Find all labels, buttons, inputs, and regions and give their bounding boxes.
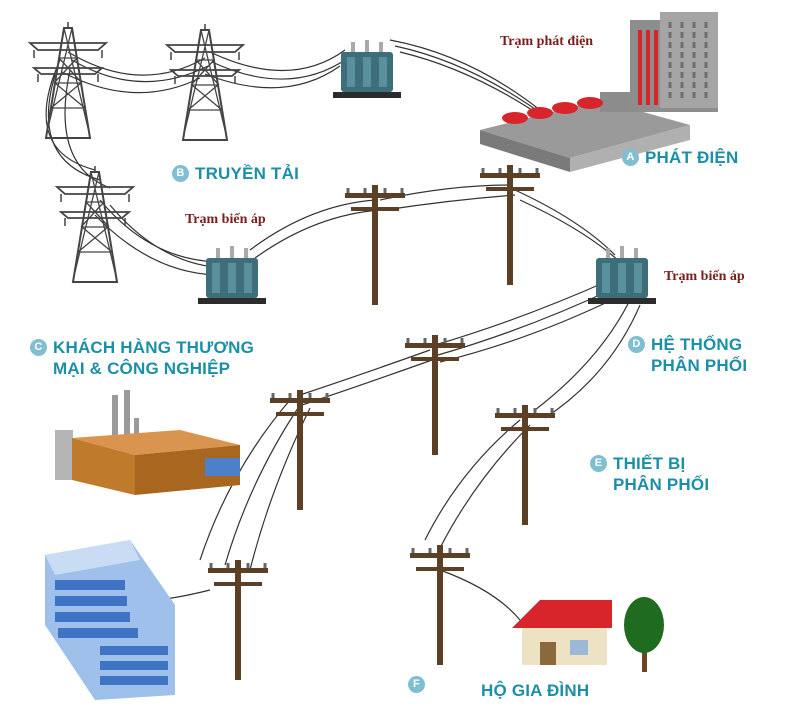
label-equipment-line1: THIẾT BỊ: [613, 454, 686, 473]
label-commercial-line1: KHÁCH HÀNG THƯƠNG: [53, 338, 255, 357]
label-household: F HỘ GIA ĐÌNH: [408, 676, 590, 701]
label-equipment-line2: PHÂN PHỐI: [613, 475, 710, 494]
office-building-icon: [45, 540, 175, 700]
label-commercial-industrial: C KHÁCH HÀNG THƯƠNG MẠI & CÔNG NGHIỆP: [30, 337, 254, 379]
label-distribution-line1: HỆ THỐNG: [651, 335, 743, 354]
badge-f: F: [408, 676, 425, 693]
note-substation-left: Trạm biến áp: [185, 212, 266, 227]
label-generation-text: PHÁT ĐIỆN: [645, 148, 739, 167]
label-distribution-line2: PHÂN PHỐI: [651, 356, 748, 375]
badge-d: D: [628, 336, 645, 353]
factory-icon: [55, 390, 240, 495]
label-household-text: HỘ GIA ĐÌNH: [481, 681, 590, 700]
label-distribution-system: D HỆ THỐNG PHÂN PHỐI: [628, 334, 747, 376]
label-commercial-line2: MẠI & CÔNG NGHIỆP: [53, 359, 231, 378]
badge-b: B: [172, 165, 189, 182]
label-transmission: B TRUYỀN TẢI: [172, 163, 299, 184]
label-generation: A PHÁT ĐIỆN: [622, 147, 738, 168]
badge-c: C: [30, 339, 47, 356]
badge-e: E: [590, 455, 607, 472]
house-icon: [512, 600, 612, 665]
label-transmission-text: TRUYỀN TẢI: [195, 164, 299, 183]
power-plant-icon: [480, 12, 718, 172]
tree-icon: [624, 597, 664, 672]
note-substation-right: Trạm biến áp: [664, 269, 745, 284]
badge-a: A: [622, 149, 639, 166]
note-power-plant: Trạm phát điện: [500, 34, 594, 49]
label-distribution-equipment: E THIẾT BỊ PHÂN PHỐI: [590, 453, 709, 495]
